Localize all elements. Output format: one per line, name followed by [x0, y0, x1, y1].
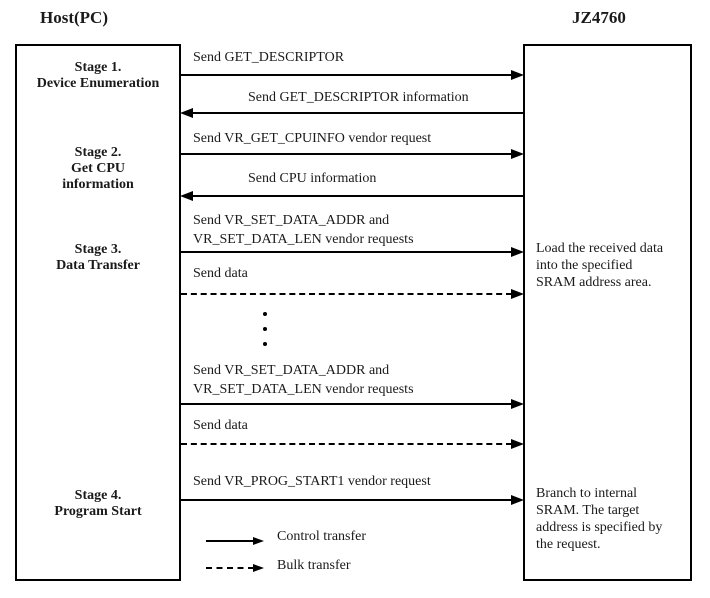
message-5-label-line1: Send VR_SET_DATA_ADDR and: [193, 213, 390, 228]
stage-3-title: Stage 3.: [74, 242, 122, 257]
arrow-head-left-icon: [180, 191, 193, 201]
arrow-head-right-icon: [511, 70, 524, 80]
stage-2-subtitle2: information: [62, 177, 134, 192]
legend-control-label: Control transfer: [277, 529, 367, 544]
branch-annotation: Branch to internal SRAM. The target addr…: [536, 485, 691, 553]
message-1-label: Send GET_DESCRIPTOR: [193, 50, 345, 65]
arrow-head-right-icon: [253, 564, 264, 572]
host-column-title: Host(PC): [40, 8, 108, 27]
arrow-shaft: [192, 195, 523, 197]
stage-2-title: Stage 2.: [74, 145, 122, 160]
arrow-head-right-icon: [511, 439, 524, 449]
annotation-line: into the specified: [536, 258, 633, 273]
stage-3-label: Stage 3. Data Transfer: [15, 242, 181, 274]
annotation-line: SRAM. The target: [536, 503, 640, 518]
message-5-label-line2: VR_SET_DATA_LEN vendor requests: [193, 232, 414, 247]
arrow-head-right-icon: [511, 399, 524, 409]
message-4-label: Send CPU information: [248, 171, 377, 186]
arrow-shaft: [181, 403, 512, 405]
stage-1-label: Stage 1. Device Enumeration: [15, 60, 181, 92]
stage-1-title: Stage 1.: [74, 60, 122, 75]
arrow-head-right-icon: [511, 495, 524, 505]
legend-bulk-label: Bulk transfer: [277, 558, 351, 573]
arrow-head-right-icon: [511, 247, 524, 257]
arrow-shaft: [181, 74, 512, 76]
host-stages-box: [15, 44, 181, 581]
message-6-label: Send data: [193, 266, 248, 281]
arrow-shaft: [181, 153, 512, 155]
arrow-head-left-icon: [180, 108, 193, 118]
message-7-label: Send VR_SET_DATA_ADDR and VR_SET_DATA_LE…: [193, 361, 414, 399]
annotation-line: SRAM address area.: [536, 275, 652, 290]
arrow-head-right-icon: [511, 149, 524, 159]
stage-4-title: Stage 4.: [74, 488, 122, 503]
annotation-line: the request.: [536, 537, 601, 552]
stage-2-label: Stage 2. Get CPU information: [15, 145, 181, 193]
device-column-title: JZ4760: [572, 8, 626, 27]
message-2-label: Send GET_DESCRIPTOR information: [248, 90, 469, 105]
arrow-shaft: [181, 499, 512, 501]
sram-load-annotation: Load the received data into the specifie…: [536, 240, 691, 291]
continuation-dots-icon: [263, 312, 267, 357]
message-7-label-line1: Send VR_SET_DATA_ADDR and: [193, 363, 390, 378]
arrow-head-right-icon: [253, 537, 264, 545]
stage-1-subtitle: Device Enumeration: [36, 76, 160, 91]
annotation-line: Load the received data: [536, 241, 664, 256]
arrow-shaft: [181, 251, 512, 253]
stage-4-label: Stage 4. Program Start: [15, 488, 181, 520]
stage-2-subtitle: Get CPU: [70, 161, 126, 176]
message-9-label: Send VR_PROG_START1 vendor request: [193, 474, 431, 489]
arrow-shaft: [181, 293, 512, 295]
stage-4-subtitle: Program Start: [54, 504, 142, 519]
arrow-shaft: [206, 540, 254, 542]
annotation-line: Branch to internal: [536, 486, 638, 501]
message-3-label: Send VR_GET_CPUINFO vendor request: [193, 131, 432, 146]
device-box: [523, 44, 692, 581]
annotation-line: address is specified by: [536, 520, 663, 535]
stage-3-subtitle: Data Transfer: [56, 258, 140, 273]
arrow-shaft: [192, 112, 523, 114]
arrow-head-right-icon: [511, 289, 524, 299]
message-5-label: Send VR_SET_DATA_ADDR and VR_SET_DATA_LE…: [193, 211, 414, 249]
message-8-label: Send data: [193, 418, 248, 433]
message-7-label-line2: VR_SET_DATA_LEN vendor requests: [193, 382, 414, 397]
arrow-shaft: [181, 443, 512, 445]
arrow-shaft: [206, 567, 254, 569]
